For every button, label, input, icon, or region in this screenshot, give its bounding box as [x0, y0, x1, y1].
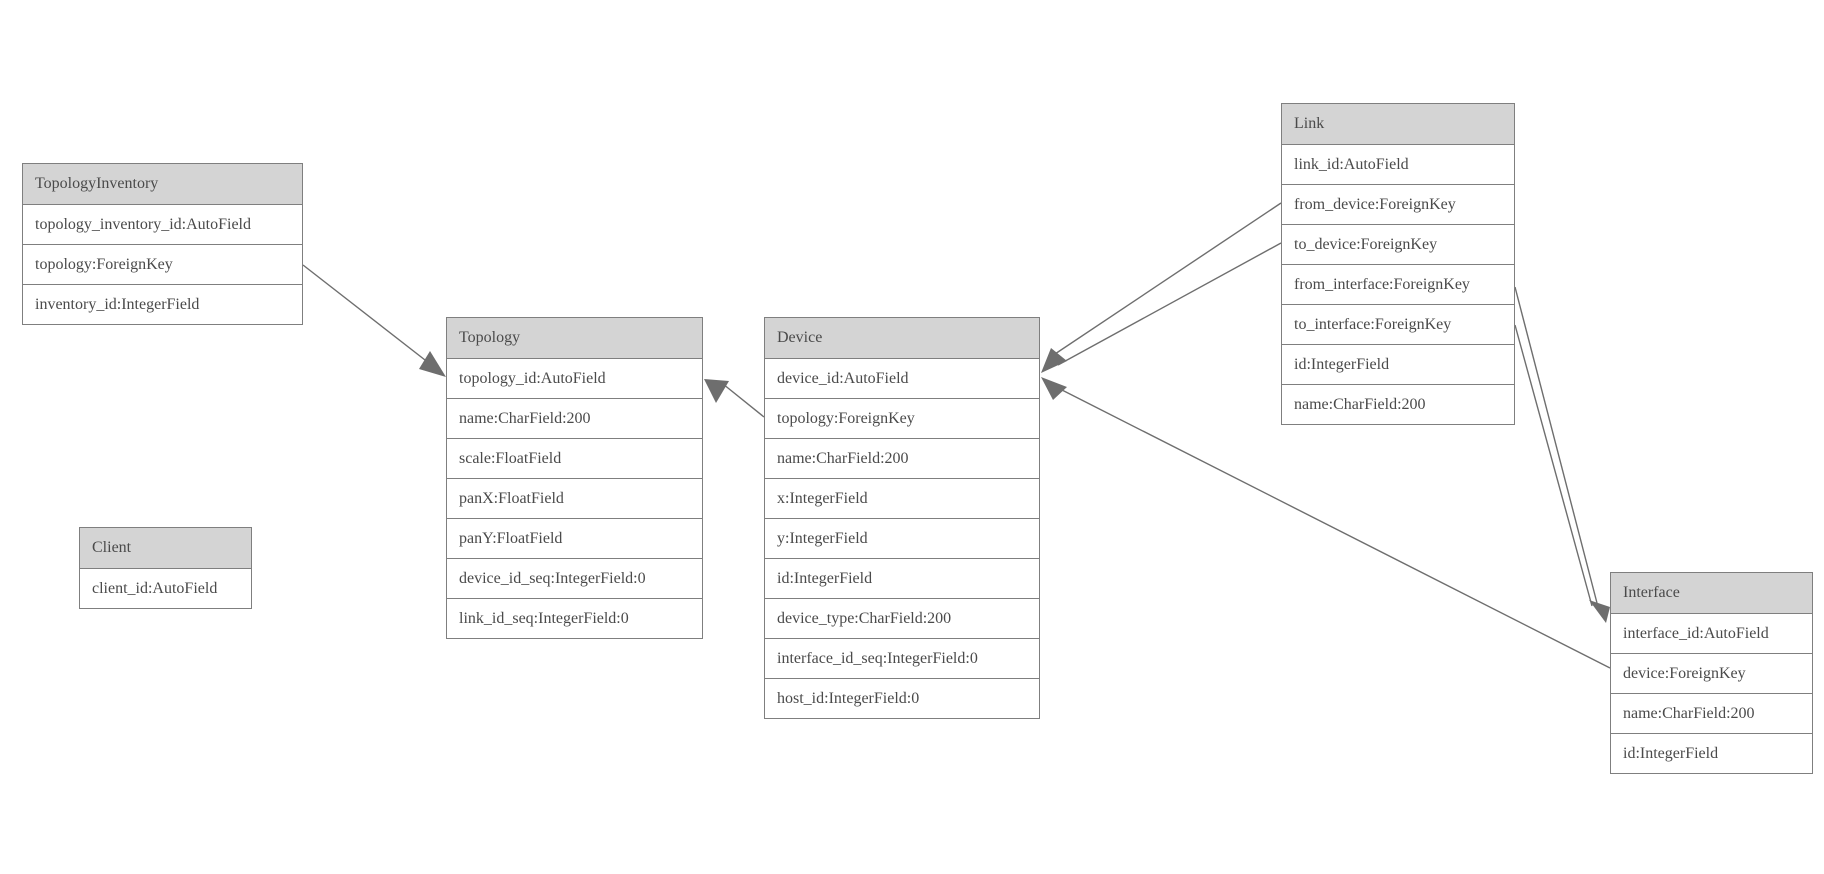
connector-link-fromdevice-device — [1051, 202, 1282, 357]
field-link-to-interface: to_interface:ForeignKey — [1282, 304, 1514, 344]
field-topology-id: topology_id:AutoField — [447, 358, 702, 398]
connector-link-todevice-device — [1057, 242, 1282, 366]
field-topology-device-id-seq: device_id_seq:IntegerField:0 — [447, 558, 702, 598]
entity-interface[interactable]: Interface interface_id:AutoField device:… — [1610, 572, 1813, 774]
field-interface-device: device:ForeignKey — [1611, 653, 1812, 693]
entity-topologyinventory[interactable]: TopologyInventory topology_inventory_id:… — [22, 163, 303, 325]
field-link-id: link_id:AutoField — [1282, 144, 1514, 184]
entity-link-title: Link — [1282, 104, 1514, 144]
field-topology-inventory-id: topology_inventory_id:AutoField — [23, 204, 302, 244]
field-device-interface-id-seq: interface_id_seq:IntegerField:0 — [765, 638, 1039, 678]
field-link-name: name:CharField:200 — [1282, 384, 1514, 424]
entity-interface-title: Interface — [1611, 573, 1812, 613]
arrowhead-link-device — [1041, 348, 1067, 373]
field-device-id-integer: id:IntegerField — [765, 558, 1039, 598]
connector-device-topology — [722, 383, 765, 418]
arrowhead-topologyinventory-topology — [419, 351, 446, 377]
field-interface-name: name:CharField:200 — [1611, 693, 1812, 733]
field-interface-id-integer: id:IntegerField — [1611, 733, 1812, 773]
entity-client-title: Client — [80, 528, 251, 568]
field-device-id: device_id:AutoField — [765, 358, 1039, 398]
field-interface-id: interface_id:AutoField — [1611, 613, 1812, 653]
field-topology-panx: panX:FloatField — [447, 478, 702, 518]
field-device-x: x:IntegerField — [765, 478, 1039, 518]
entity-device[interactable]: Device device_id:AutoField topology:Fore… — [764, 317, 1040, 719]
field-topology-name: name:CharField:200 — [447, 398, 702, 438]
entity-topology-title: Topology — [447, 318, 702, 358]
field-link-from-interface: from_interface:ForeignKey — [1282, 264, 1514, 304]
field-device-topology: topology:ForeignKey — [765, 398, 1039, 438]
arrowhead-interface-device — [1041, 377, 1067, 400]
connector-interface-device — [1061, 389, 1611, 669]
field-inventory-id: inventory_id:IntegerField — [23, 284, 302, 324]
entity-topology[interactable]: Topology topology_id:AutoField name:Char… — [446, 317, 703, 639]
field-link-from-device: from_device:ForeignKey — [1282, 184, 1514, 224]
entity-device-title: Device — [765, 318, 1039, 358]
field-topology-scale: scale:FloatField — [447, 438, 702, 478]
connector-topologyinventory-topology — [302, 264, 444, 375]
field-topology-pany: panY:FloatField — [447, 518, 702, 558]
arrowhead-link-interface — [1589, 600, 1610, 623]
field-device-y: y:IntegerField — [765, 518, 1039, 558]
arrowhead-device-topology — [704, 379, 729, 403]
field-topology-link-id-seq: link_id_seq:IntegerField:0 — [447, 598, 702, 638]
field-client-id: client_id:AutoField — [80, 568, 251, 608]
field-link-to-device: to_device:ForeignKey — [1282, 224, 1514, 264]
field-device-host-id: host_id:IntegerField:0 — [765, 678, 1039, 718]
connector-link-tointerface-interface — [1514, 324, 1593, 607]
entity-topologyinventory-title: TopologyInventory — [23, 164, 302, 204]
entity-client[interactable]: Client client_id:AutoField — [79, 527, 252, 609]
entity-link[interactable]: Link link_id:AutoField from_device:Forei… — [1281, 103, 1515, 425]
field-link-id-integer: id:IntegerField — [1282, 344, 1514, 384]
field-device-name: name:CharField:200 — [765, 438, 1039, 478]
field-topologyinventory-topology: topology:ForeignKey — [23, 244, 302, 284]
field-device-type: device_type:CharField:200 — [765, 598, 1039, 638]
connector-link-frominterface-interface — [1514, 286, 1598, 604]
